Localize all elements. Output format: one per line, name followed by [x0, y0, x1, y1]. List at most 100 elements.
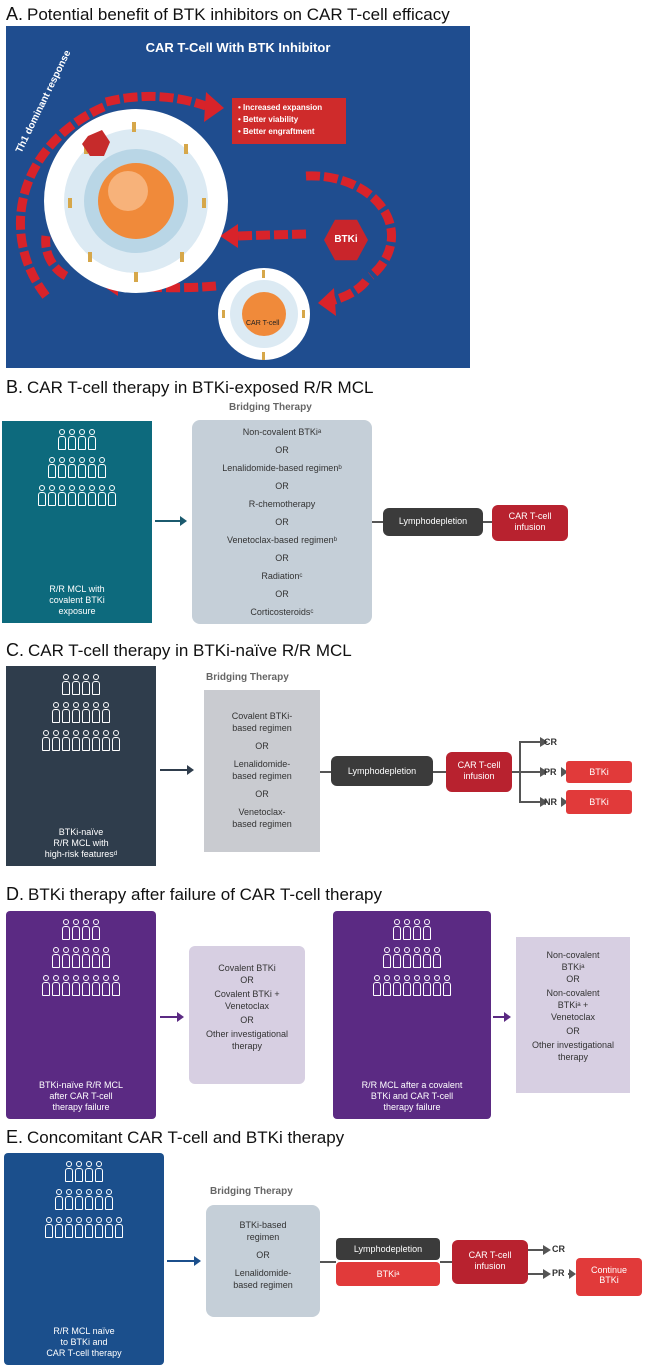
connector-b-2: [483, 521, 493, 523]
outcome-nr: NR: [544, 797, 557, 807]
connector-e-1: [320, 1261, 336, 1263]
option-line: Other investigational: [531, 1040, 615, 1050]
caption-line: BTKi-naïve: [58, 827, 104, 837]
infusion-line: infusion: [474, 1261, 506, 1271]
panel-b-bridging-box: Non-covalent BTKiᵃ OR Lenalidomide-based…: [192, 420, 372, 624]
option-line: therapy: [557, 1052, 589, 1062]
panel-a-illustration: CAR T-Cell With BTK Inhibitor Th1 domina…: [6, 26, 470, 368]
panel-e-bridging-box: BTKi-based regimen OR Lenalidomide- base…: [206, 1205, 320, 1317]
panel-c-patient-box: BTKi-naïve R/R MCL with high-risk featur…: [6, 666, 156, 866]
panel-d-right-patient-box: R/R MCL after a covalent BTKi and CAR T-…: [333, 911, 491, 1119]
connector-b-1: [372, 521, 384, 523]
option-line: Venetoclax: [550, 1012, 596, 1022]
bridging-item: OR: [255, 789, 269, 799]
benefits-box: Increased expansion Better viability Bet…: [232, 98, 346, 144]
section-e-title: E.Concomitant CAR T-cell and BTKi therap…: [6, 1127, 344, 1148]
connector-c-2: [433, 771, 447, 773]
bridging-item: Lenalidomide-: [233, 759, 291, 769]
bridging-item: Venetoclax-: [238, 807, 286, 817]
benefit-item: Better engraftment: [238, 126, 340, 138]
section-c-text: CAR T-cell therapy in BTKi-naïve R/R MCL: [28, 641, 352, 660]
outcome-pr: PR: [552, 1268, 565, 1278]
bridging-item: OR: [275, 481, 289, 491]
bridging-item: regimen: [246, 1232, 280, 1242]
panel-b-infusion: CAR T-cell infusion: [492, 505, 568, 541]
arrow-c-nr: [561, 797, 568, 807]
option-line: Venetoclax: [224, 1001, 270, 1011]
option-line: BTKiᵃ: [561, 962, 585, 972]
section-d-letter: D.: [6, 884, 24, 904]
panel-e-bridging-head: Bridging Therapy: [210, 1186, 293, 1197]
panel-e-btki: BTKiᵃ: [336, 1262, 440, 1286]
patient-group-icon: [2, 429, 152, 513]
infusion-line: CAR T-cell: [508, 511, 552, 521]
continue-line: BTKi: [599, 1275, 619, 1285]
panel-b-lymphodepletion: Lymphodepletion: [383, 508, 483, 536]
panel-c-infusion: CAR T-cell infusion: [446, 752, 512, 792]
bridging-item: BTKi-based: [239, 1220, 287, 1230]
panel-c-lymphodepletion: Lymphodepletion: [331, 756, 433, 786]
bridging-item: Lenalidomide-based regimenᵇ: [222, 463, 342, 473]
outcome-pr: PR: [544, 767, 557, 777]
caption-line: therapy failure: [383, 1102, 441, 1112]
bridging-item: Lenalidomide-: [234, 1268, 292, 1278]
arrow-e-1: [167, 1256, 201, 1266]
panel-b-bridging-head: Bridging Therapy: [229, 402, 312, 413]
patient-group-icon: [6, 919, 156, 1003]
car-t-cell-cycle-illustration: [15, 91, 397, 360]
patient-group-icon: [4, 1161, 164, 1245]
continue-btki-box: Continue BTKi: [576, 1258, 642, 1296]
connector-e-2: [440, 1261, 452, 1263]
section-e-text: Concomitant CAR T-cell and BTKi therapy: [27, 1128, 345, 1147]
section-c-title: C.CAR T-cell therapy in BTKi-naïve R/R M…: [6, 640, 352, 661]
bridging-item: based regimen: [232, 723, 292, 733]
panel-b-patient-box: R/R MCL with covalent BTKi exposure: [2, 421, 152, 623]
option-line: OR: [240, 975, 254, 985]
bridging-item: based regimen: [232, 771, 292, 781]
bridging-item: Radiationᶜ: [261, 571, 303, 581]
caption-line: BTKi-naïve R/R MCL: [38, 1080, 124, 1090]
bridging-item: R-chemotherapy: [248, 499, 316, 509]
bridging-item: OR: [255, 741, 269, 751]
panel-c-bridging-head: Bridging Therapy: [206, 672, 289, 683]
bridging-item: OR: [256, 1250, 270, 1260]
infusion-line: infusion: [463, 771, 495, 781]
section-b-title: B.CAR T-cell therapy in BTKi-exposed R/R…: [6, 377, 373, 398]
section-a-title: A.Potential benefit of BTK inhibitors on…: [6, 4, 450, 25]
bridging-item: OR: [275, 589, 289, 599]
section-a-text: Potential benefit of BTK inhibitors on C…: [27, 5, 450, 24]
arrow-c-pr: [561, 767, 568, 777]
arrow-c-1: [160, 765, 194, 775]
caption-line: R/R MCL with: [49, 584, 105, 594]
bridging-item: Covalent BTKi-: [231, 711, 293, 721]
caption-line: R/R MCL naïve: [53, 1326, 115, 1336]
btki-hexagon: BTKi: [324, 219, 368, 261]
option-line: OR: [240, 1015, 254, 1025]
section-a-letter: A.: [6, 4, 24, 24]
bridging-item: OR: [275, 517, 289, 527]
panel-e-infusion: CAR T-cell infusion: [452, 1240, 528, 1284]
section-b-letter: B.: [6, 377, 24, 397]
arrow-b-1: [155, 516, 187, 526]
btki-nr-box: BTKi: [566, 790, 632, 814]
arrow-d-1: [160, 1012, 184, 1022]
infusion-line: infusion: [514, 522, 546, 532]
bridging-item: Non-covalent BTKiᵃ: [242, 427, 322, 437]
patient-group-icon: [6, 674, 156, 758]
section-b-text: CAR T-cell therapy in BTKi-exposed R/R M…: [27, 378, 374, 397]
bridging-item: Venetoclax-based regimenᵇ: [227, 535, 337, 545]
caption-line: covalent BTKi: [49, 595, 105, 605]
panel-d-right-options: Non-covalent BTKiᵃ OR Non-covalent BTKiᵃ…: [516, 937, 630, 1093]
caption-line: after CAR T-cell: [49, 1091, 113, 1101]
outcome-branch-arrows: [528, 1245, 551, 1279]
option-line: Non-covalent: [546, 950, 600, 960]
panel-a-title: CAR T-Cell With BTK Inhibitor: [145, 40, 331, 55]
caption-line: BTKi and CAR T-cell: [370, 1091, 454, 1101]
infusion-line: CAR T-cell: [468, 1250, 512, 1260]
option-line: OR: [566, 974, 580, 984]
section-d-title: D.BTKi therapy after failure of CAR T-ce…: [6, 884, 382, 905]
panel-e-lymphodepletion: Lymphodepletion: [336, 1238, 440, 1260]
panel-d-left-patient-box: BTKi-naïve R/R MCL after CAR T-cell ther…: [6, 911, 156, 1119]
panel-c-bridging-box: Covalent BTKi- based regimen OR Lenalido…: [204, 690, 320, 852]
bridging-item: Corticosteroidsᶜ: [250, 607, 314, 617]
